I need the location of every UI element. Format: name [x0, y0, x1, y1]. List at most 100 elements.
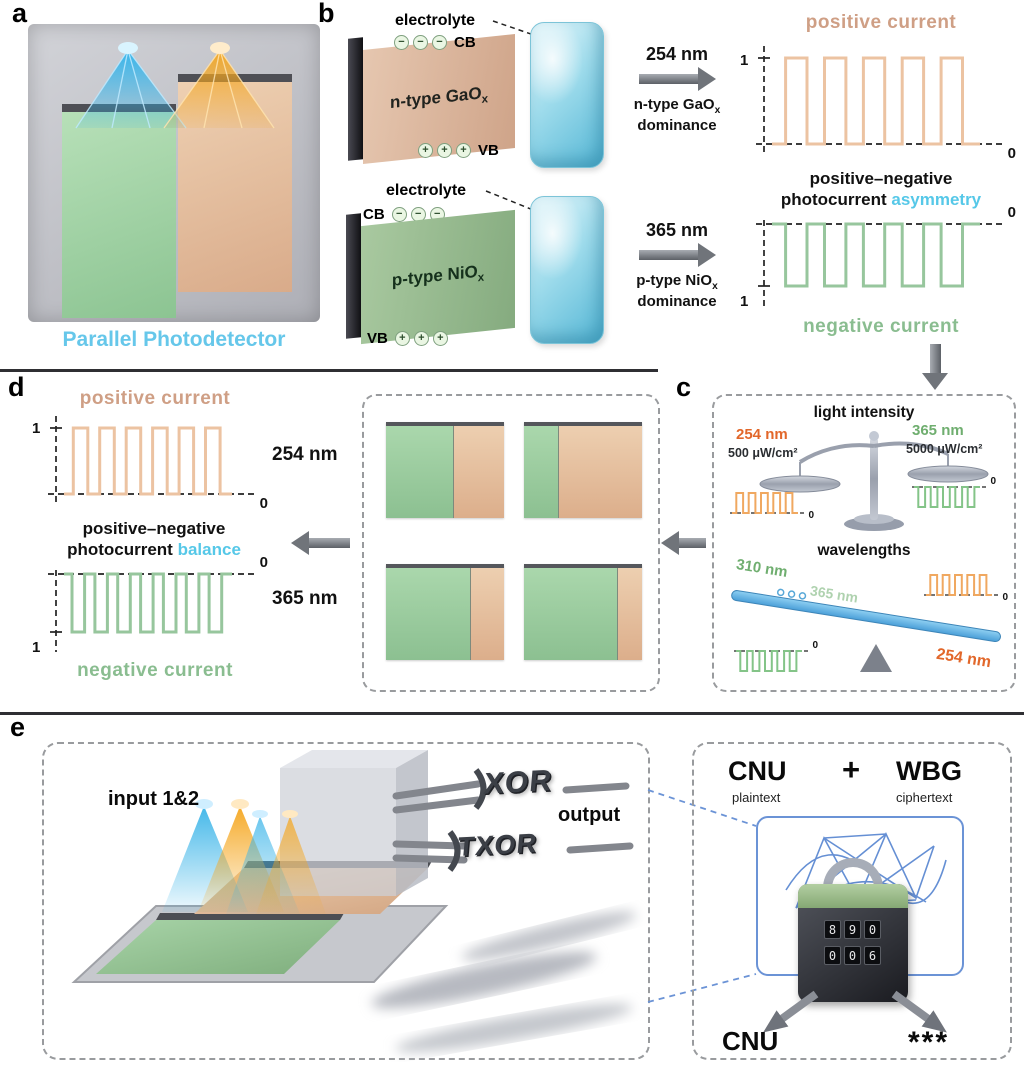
- input-label: input 1&2: [108, 788, 200, 810]
- asymmetry-caption: positive–negative photocurrent asymmetry: [780, 169, 982, 210]
- uv-wavelength-label: 254 nm: [736, 426, 788, 443]
- vb-row: + + + VB: [418, 142, 502, 159]
- parallel-photodetector-device: [28, 24, 320, 322]
- gate-curve-icon: [473, 768, 487, 810]
- wavelength-254-label: 254 nm: [272, 444, 338, 465]
- xor-gate-label: XOR: [482, 764, 554, 801]
- vb-label: VB: [367, 330, 388, 347]
- n-type-device: electrolyte n-type GaOx − − − CB + + + V…: [338, 12, 628, 177]
- panel-d-label: d: [8, 372, 25, 402]
- logic-scene: [71, 750, 637, 1052]
- hole-icon: +: [418, 143, 433, 158]
- tuning-box: light intensity 254 nm 500 μW/cm² 365 nm…: [712, 394, 1016, 692]
- mini-positive-waveform: 0: [730, 490, 814, 521]
- hole-icon: +: [437, 143, 452, 158]
- negative-current-title: negative current: [77, 660, 233, 681]
- lock-digit[interactable]: 9: [844, 920, 861, 939]
- device-config-2: [524, 422, 642, 518]
- hole-icon: +: [432, 331, 448, 346]
- lock-digit[interactable]: 0: [824, 946, 841, 965]
- arrow-down-icon: [922, 344, 948, 390]
- dominance-label: n-type GaOx dominance: [633, 96, 721, 135]
- positive-waveform-d: 1 0: [32, 414, 268, 512]
- hole-icon: +: [456, 143, 471, 158]
- electron-icon: −: [413, 35, 428, 50]
- light-intensity-title: light intensity: [813, 404, 915, 421]
- lock-digit[interactable]: 6: [864, 946, 881, 965]
- mini-negative-waveform: 0: [912, 476, 996, 510]
- arrow-left-icon: [661, 531, 706, 555]
- mini-positive-waveform: 0: [924, 572, 1008, 603]
- cnu-label: CNU: [728, 756, 787, 786]
- electrolyte-label: electrolyte: [395, 12, 476, 29]
- electrolyte-label: electrolyte: [386, 182, 467, 199]
- output-label: output: [558, 804, 621, 826]
- lock-digit[interactable]: 0: [844, 946, 861, 965]
- electron-icon: −: [432, 35, 447, 50]
- vb-label: VB: [478, 142, 499, 159]
- tick-zero: 0: [259, 554, 268, 571]
- cb-row: − − − CB: [394, 34, 479, 51]
- zoom-connector-lines: [647, 789, 757, 1003]
- dominance-arrow-365: 365 nm p-type NiOx dominance: [618, 220, 736, 312]
- wavelength-label: 254 nm: [645, 44, 709, 64]
- p-type-device: electrolyte CB − − − p-type NiOx VB + + …: [338, 180, 628, 358]
- negative-current-title: negative current: [803, 316, 959, 337]
- plaintext-label: plaintext: [732, 790, 781, 805]
- tick-one: 1: [740, 52, 749, 69]
- wavelength-365-label: 365 nm: [272, 588, 338, 609]
- electrolyte-block: [530, 22, 604, 168]
- panel-e-label: e: [10, 712, 26, 742]
- negative-waveform-d: 0 1: [32, 554, 268, 656]
- wavelengths-title: wavelengths: [817, 542, 911, 559]
- seesaw-group: 310 nm 365 nm 254 nm 0 0: [722, 556, 1010, 690]
- lock-wheels-row2[interactable]: 0 0 6: [824, 946, 881, 965]
- lock-wheels-row1[interactable]: 8 9 0: [824, 920, 881, 939]
- electron-icon: −: [391, 207, 407, 222]
- vis-wavelength-label: 365 nm: [912, 422, 964, 439]
- balance-caption: positive–negative photocurrent balance: [67, 519, 241, 560]
- arrow-right-icon: [639, 67, 716, 91]
- device-configurations-box: [362, 394, 660, 692]
- positive-current-title: positive current: [805, 12, 957, 33]
- panel-b-label: b: [318, 0, 335, 28]
- electron-icon: −: [394, 35, 409, 50]
- device-config-4: [524, 564, 642, 660]
- wbg-label: WBG: [896, 756, 962, 786]
- tick-one: 1: [32, 639, 41, 656]
- plus-sign: +: [842, 752, 861, 787]
- gate-curve-icon: [447, 830, 461, 872]
- combination-lock: 8 9 0 0 0 6: [798, 858, 908, 1002]
- panel-a-label: a: [12, 0, 28, 28]
- divider-bottom: [0, 712, 1024, 715]
- dominance-arrow-254: 254 nm n-type GaOx dominance: [618, 44, 736, 136]
- mini-negative-waveform: 0: [734, 640, 818, 674]
- tick-one: 1: [32, 420, 41, 437]
- tick-zero: 0: [1007, 145, 1016, 162]
- arrow-right-icon: [639, 243, 716, 267]
- positive-waveform: 1 0: [740, 44, 1016, 162]
- tick-zero: 0: [1007, 204, 1016, 221]
- logic-gate-box: input 1&2 XOR TXOR output: [42, 742, 650, 1060]
- electrode: [346, 213, 361, 339]
- tick-zero: 0: [259, 495, 268, 512]
- panel-a-caption: Parallel Photodetector: [62, 328, 286, 351]
- lock-digit[interactable]: 0: [864, 920, 881, 939]
- negative-waveform: 0 1: [740, 204, 1016, 310]
- n-material-label: n-type GaOx: [389, 83, 489, 112]
- electrolyte-block: [530, 196, 604, 344]
- uv-power-label: 500 μW/cm²: [728, 446, 798, 460]
- divider-top: [0, 369, 658, 372]
- encryption-box: CNU plaintext + WBG ciphertext 8 9 0 0: [692, 742, 1012, 1060]
- electrode: [348, 37, 363, 161]
- lock-green-band: [798, 884, 908, 908]
- positive-current-title: positive current: [79, 388, 231, 409]
- wavelength-label: 365 nm: [645, 220, 709, 240]
- panel-c-label: c: [676, 372, 692, 402]
- result-cnu-label: CNU: [722, 1026, 779, 1056]
- p-type-slab: p-type NiOx: [361, 209, 515, 345]
- lock-digit[interactable]: 8: [824, 920, 841, 939]
- seesaw-icon: [731, 588, 1001, 672]
- cb-row: CB − − −: [360, 206, 445, 223]
- light-cones-icon: [75, 42, 275, 129]
